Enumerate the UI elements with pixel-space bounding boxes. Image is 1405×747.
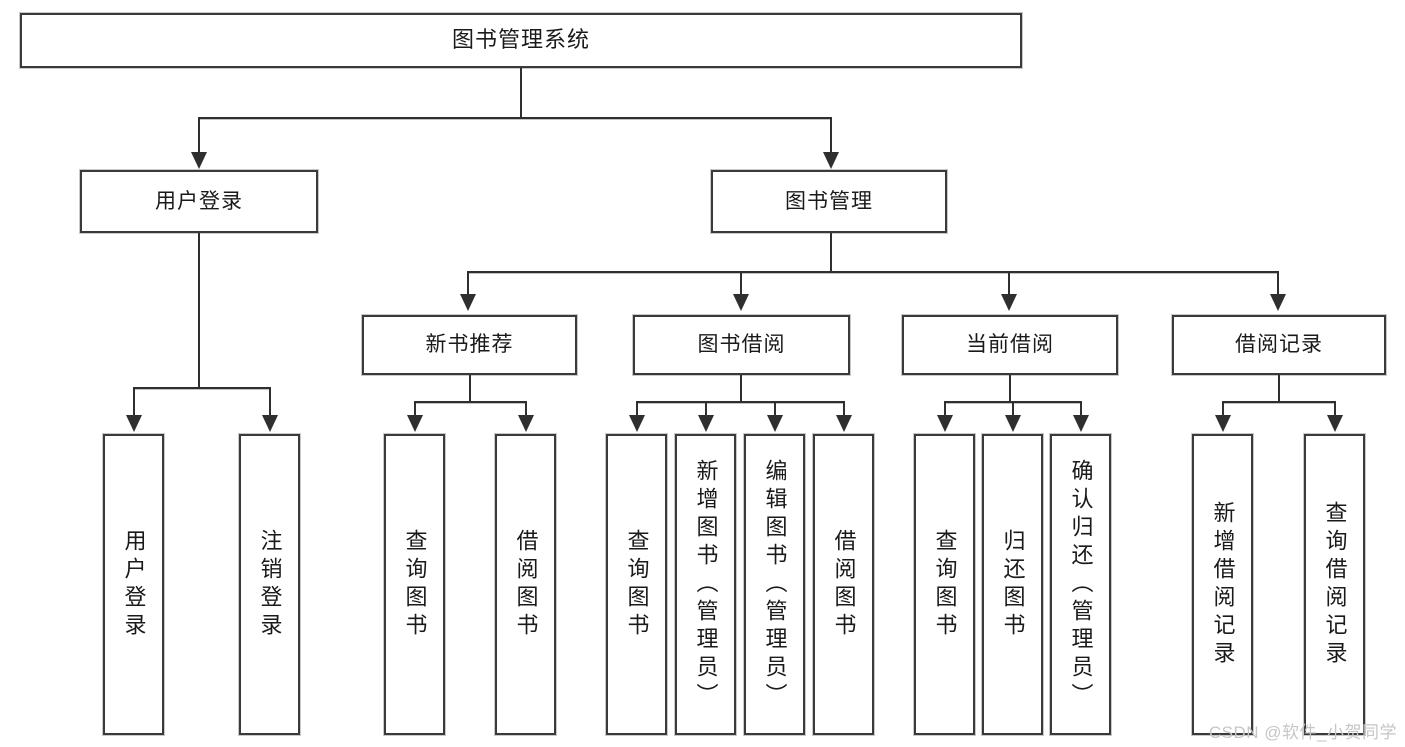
connector-new-book-leaf1	[414, 401, 416, 417]
connector-current-borrow-stem	[1009, 375, 1011, 402]
connector-book-borrow-leaf4	[843, 401, 845, 417]
leaf-query-book-borrow[interactable]: 查询图书	[606, 434, 667, 735]
connector-book-borrow-stem	[740, 375, 742, 402]
connector-book-borrow-leaf1	[636, 401, 638, 417]
arrowhead-user-login	[191, 152, 207, 169]
arrowhead-leaf-add-book	[698, 415, 714, 432]
node-label: 确认归还（管理员）	[1068, 458, 1094, 711]
arrowhead-current-borrow	[1001, 294, 1017, 311]
arrowhead-new-book	[460, 294, 476, 311]
arrowhead-leaf-return-book	[1005, 415, 1021, 432]
connector-user-login-stem	[198, 233, 200, 388]
connector-book-borrow-leaf2	[705, 401, 707, 417]
arrowhead-leaf-query-record	[1327, 415, 1343, 432]
connector-current-borrow-leaf2	[1012, 401, 1014, 417]
leaf-user-login[interactable]: 用户登录	[103, 434, 164, 735]
connector-new-book-stem	[469, 375, 471, 402]
arrowhead-leaf-confirm-return	[1073, 415, 1089, 432]
connector-to-borrow-record	[1277, 271, 1279, 296]
node-label: 编辑图书（管理员）	[762, 458, 788, 711]
arrowhead-leaf-borrow-book-2	[836, 415, 852, 432]
node-label: 查询借阅记录	[1322, 500, 1348, 669]
connector-level3-bus	[467, 271, 1278, 273]
node-label: 图书管理系统	[451, 27, 590, 53]
leaf-confirm-return-admin[interactable]: 确认归还（管理员）	[1050, 434, 1111, 735]
node-label: 用户登录	[121, 528, 147, 641]
arrowhead-leaf-add-record	[1215, 415, 1231, 432]
connector-new-book-leaf2	[525, 401, 527, 417]
connector-current-borrow-leaf3	[1080, 401, 1082, 417]
connector-to-user-login	[198, 117, 200, 153]
connector-to-book-borrow	[740, 271, 742, 296]
node-label: 查询图书	[402, 528, 428, 641]
arrowhead-leaf-user-login	[126, 415, 142, 432]
connector-book-management-stem	[830, 233, 832, 272]
node-label: 借阅记录	[1235, 333, 1323, 357]
leaf-edit-book-admin[interactable]: 编辑图书（管理员）	[744, 434, 805, 735]
connector-root-stem	[520, 68, 522, 118]
arrowhead-leaf-query-book-1	[407, 415, 423, 432]
leaf-query-book-current[interactable]: 查询图书	[914, 434, 975, 735]
arrowhead-borrow-record	[1270, 294, 1286, 311]
node-book-management[interactable]: 图书管理	[711, 170, 947, 233]
connector-borrow-record-bus	[1222, 401, 1336, 403]
connector-borrow-record-leaf2	[1334, 401, 1336, 417]
node-root-book-management-system[interactable]: 图书管理系统	[20, 13, 1022, 68]
arrowhead-leaf-borrow-book-1	[518, 415, 534, 432]
node-new-book-recommend[interactable]: 新书推荐	[362, 315, 577, 375]
node-label: 用户登录	[155, 189, 243, 213]
arrowhead-leaf-logout	[262, 415, 278, 432]
connector-user-login-leaf1	[133, 387, 135, 417]
connector-to-current-borrow	[1008, 271, 1010, 296]
arrowhead-leaf-query-book-3	[937, 415, 953, 432]
connector-borrow-record-stem	[1278, 375, 1280, 402]
arrowhead-leaf-query-book-2	[629, 415, 645, 432]
node-label: 查询图书	[932, 528, 958, 641]
connector-level2-bus	[198, 117, 832, 119]
connector-book-borrow-leaf3	[774, 401, 776, 417]
connector-borrow-record-leaf1	[1222, 401, 1224, 417]
connector-user-login-leaf2	[269, 387, 271, 417]
node-label: 图书管理	[785, 189, 873, 213]
node-label: 借阅图书	[513, 528, 539, 641]
node-current-borrow[interactable]: 当前借阅	[902, 315, 1118, 375]
leaf-add-book-admin[interactable]: 新增图书（管理员）	[675, 434, 736, 735]
leaf-add-borrow-record[interactable]: 新增借阅记录	[1192, 434, 1253, 735]
leaf-query-book-newbook[interactable]: 查询图书	[384, 434, 445, 735]
leaf-borrow-book-borrow[interactable]: 借阅图书	[813, 434, 874, 735]
node-label: 注销登录	[257, 528, 283, 641]
node-borrow-record[interactable]: 借阅记录	[1172, 315, 1386, 375]
node-label: 归还图书	[1000, 528, 1026, 641]
arrowhead-book-borrow	[733, 294, 749, 311]
connector-book-borrow-bus	[636, 401, 843, 403]
node-label: 新书推荐	[425, 333, 514, 357]
node-label: 借阅图书	[831, 528, 857, 641]
node-book-borrow[interactable]: 图书借阅	[633, 315, 850, 375]
node-label: 查询图书	[624, 528, 650, 641]
connector-user-login-bus	[133, 387, 270, 389]
connector-to-new-book	[467, 271, 469, 296]
node-user-login[interactable]: 用户登录	[80, 170, 318, 233]
leaf-borrow-book-newbook[interactable]: 借阅图书	[495, 434, 556, 735]
node-label: 新增图书（管理员）	[693, 458, 719, 711]
connector-new-book-bus	[414, 401, 527, 403]
leaf-logout-login[interactable]: 注销登录	[239, 434, 300, 735]
connector-to-book-management	[830, 117, 832, 153]
node-label: 当前借阅	[966, 333, 1054, 357]
connector-current-borrow-leaf1	[944, 401, 946, 417]
leaf-query-borrow-record[interactable]: 查询借阅记录	[1304, 434, 1365, 735]
leaf-return-book[interactable]: 归还图书	[982, 434, 1043, 735]
arrowhead-book-management	[823, 152, 839, 169]
node-label: 新增借阅记录	[1210, 500, 1236, 669]
arrowhead-leaf-edit-book	[767, 415, 783, 432]
node-label: 图书借阅	[697, 333, 786, 357]
